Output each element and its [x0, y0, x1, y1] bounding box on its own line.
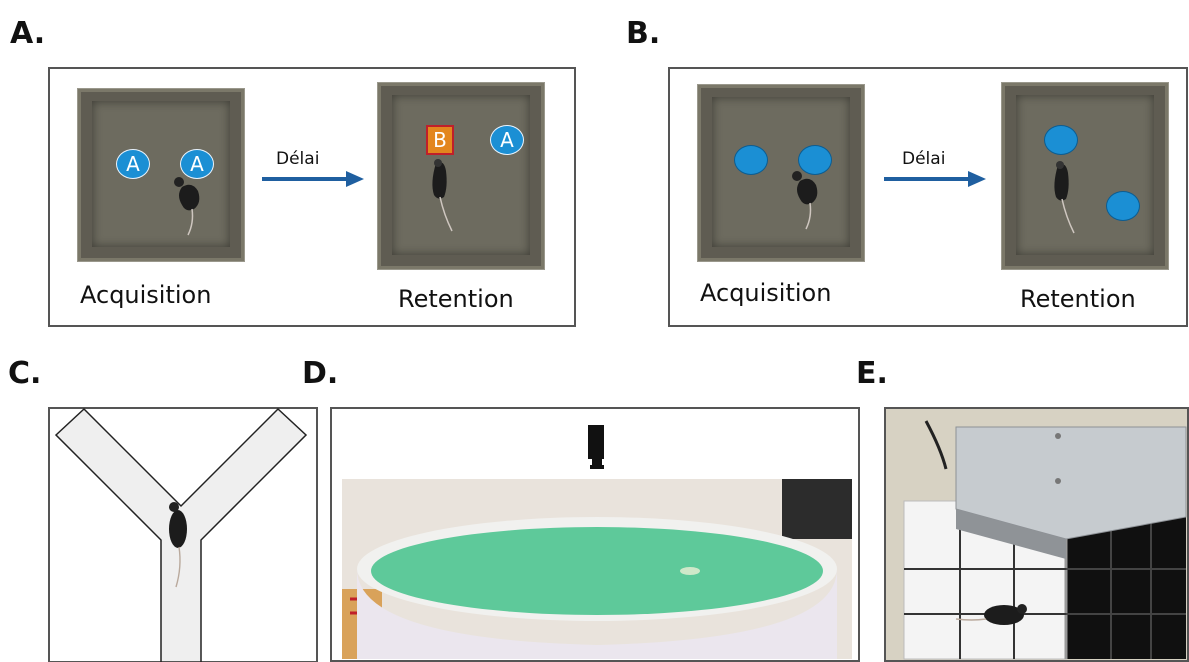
light-dark-box-panel — [884, 407, 1189, 662]
acquisition-arena: A A — [78, 89, 244, 261]
retention-arena-b — [1002, 83, 1168, 269]
water-tank — [342, 479, 852, 659]
mouse-icon — [792, 171, 818, 230]
mouse-icon — [1054, 161, 1075, 234]
delay-label-b: Délai — [902, 149, 946, 169]
object-a-right: A — [180, 149, 214, 179]
acquisition-caption-a: Acquisition — [80, 281, 212, 309]
panel-label-e: E. — [856, 356, 888, 391]
acquisition-arena-b — [698, 85, 864, 261]
arrow-right-icon — [262, 171, 364, 187]
light-dark-box — [886, 409, 1187, 660]
water-maze-panel — [330, 407, 860, 662]
panel-label-a: A. — [10, 16, 46, 51]
mouse-icon — [432, 159, 453, 232]
object-circle-left — [734, 145, 768, 175]
retention-arena: B A — [378, 83, 544, 269]
mouse-icon — [174, 177, 200, 236]
object-b-novel: B — [426, 125, 454, 155]
mouse-icon — [169, 502, 187, 588]
acquisition-caption-b: Acquisition — [700, 279, 832, 307]
camera-icon — [588, 425, 604, 469]
mouse-icon — [955, 604, 1027, 625]
y-maze — [48, 407, 318, 662]
delay-label-a: Délai — [276, 149, 320, 169]
panel-label-b: B. — [626, 16, 661, 51]
panel-label-d: D. — [302, 356, 339, 391]
retention-caption-b: Retention — [1020, 285, 1136, 313]
object-circle-top — [1044, 125, 1078, 155]
object-circle-right — [798, 145, 832, 175]
retention-caption-a: Retention — [398, 285, 514, 313]
object-a-familiar: A — [490, 125, 524, 155]
panel-b-box: Acquisition Délai Retention — [668, 67, 1188, 327]
panel-a-box: A A Acquisition Délai B A Retention — [48, 67, 576, 327]
object-a-left: A — [116, 149, 150, 179]
object-circle-moved — [1106, 191, 1140, 221]
arrow-right-icon — [884, 171, 986, 187]
panel-label-c: C. — [8, 356, 42, 391]
